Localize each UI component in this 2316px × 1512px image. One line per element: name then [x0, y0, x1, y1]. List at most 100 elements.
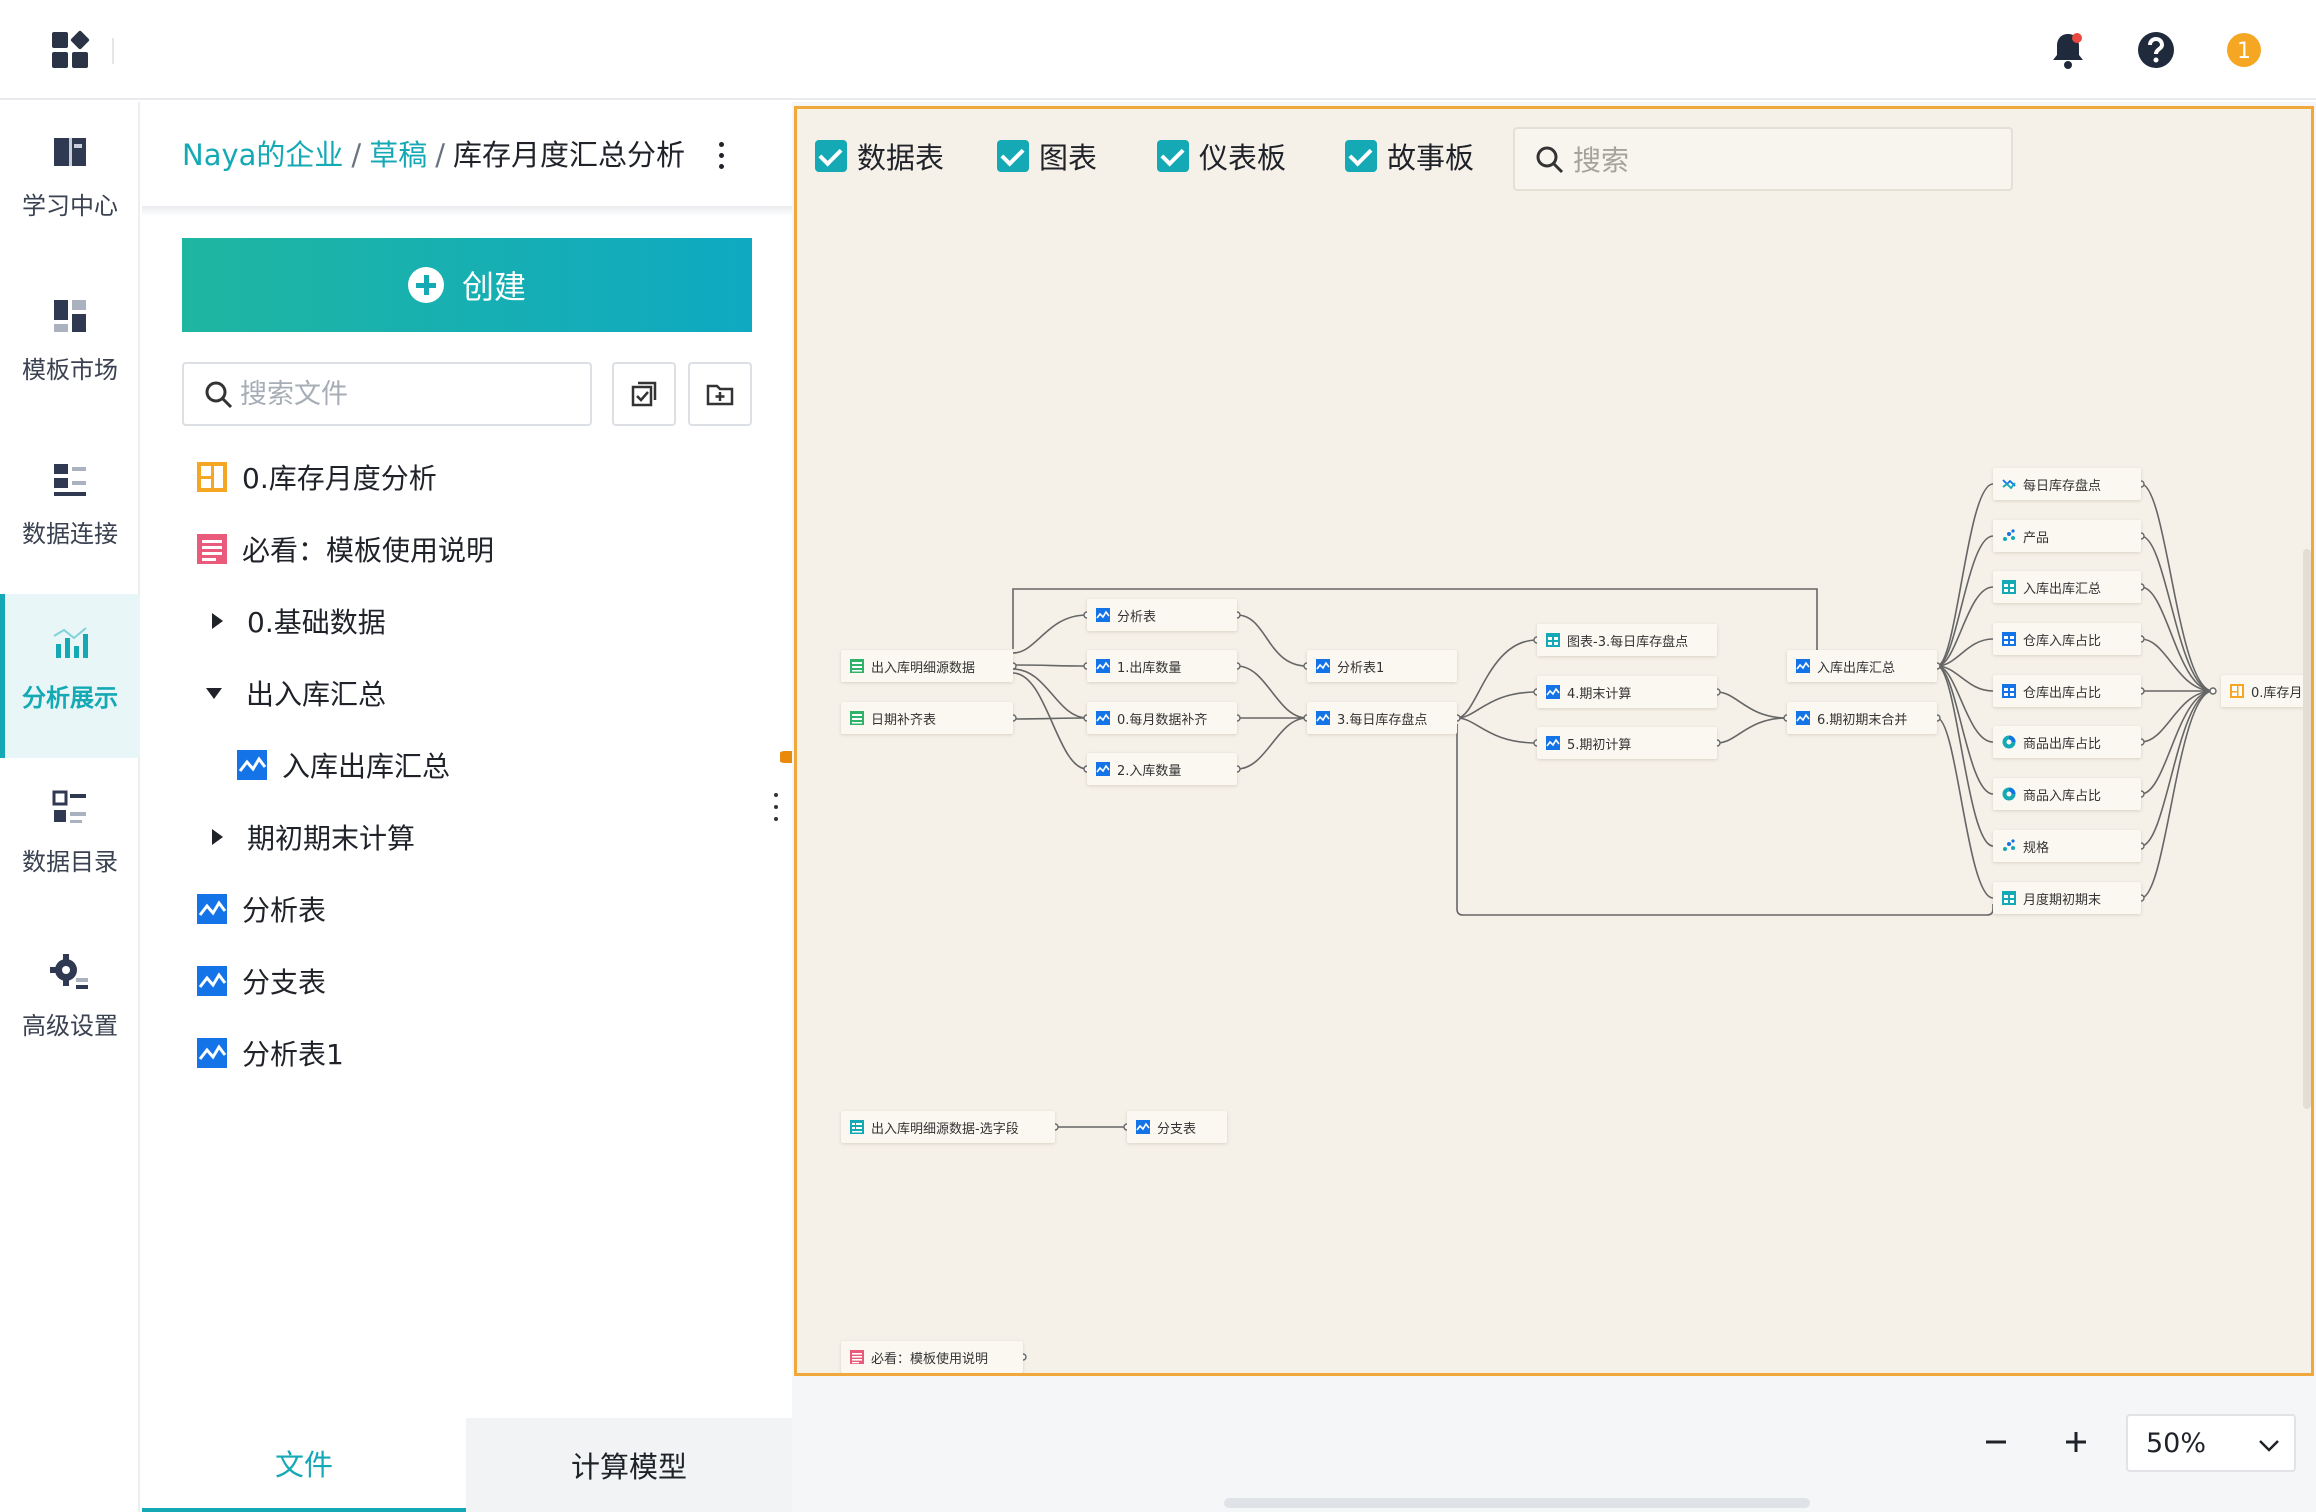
caret-right-icon[interactable] [212, 613, 223, 629]
dashboard-icon [197, 462, 227, 492]
rail-label: 分析展示 [22, 684, 118, 712]
tree-item-chart[interactable]: 分析表 [196, 879, 326, 939]
lineage-node-scatter[interactable]: 产品 [1993, 520, 2141, 552]
node-label: 入库出库汇总 [2023, 581, 2102, 597]
lineage-node-pie[interactable]: 商品出库占比 [1993, 726, 2141, 758]
node-label: 入库出库汇总 [1817, 660, 1896, 676]
tree-item-label: 分支表 [242, 966, 327, 999]
lineage-node-grid[interactable]: 月度期初期末 [1993, 882, 2141, 914]
rail-label: 数据连接 [22, 520, 118, 548]
lineage-node-chart[interactable]: 入库出库汇总 [1787, 650, 1937, 682]
lineage-node-scatter[interactable]: 规格 [1993, 830, 2141, 862]
more-options-icon[interactable] [708, 136, 734, 176]
lineage-node-grid[interactable]: 入库出库汇总 [1993, 571, 2141, 603]
chart-icon [1796, 711, 1810, 725]
workspace-horizontal-scrollbar[interactable] [1224, 1498, 1810, 1508]
caret-down-icon[interactable] [206, 687, 222, 699]
node-label: 图表-3.每日库存盘点 [1567, 634, 1689, 650]
template-icon [54, 300, 86, 332]
breadcrumb-org-link[interactable]: Naya的企业 [182, 138, 344, 172]
topbar-divider [112, 38, 114, 64]
caret-right-icon[interactable] [212, 829, 223, 845]
story-icon [197, 534, 227, 564]
lineage-node-grid[interactable]: 仓库出库占比 [1993, 675, 2141, 707]
rail-item-templates[interactable]: 模板市场 [0, 266, 140, 430]
node-label: 0.每月数据补齐 [1117, 712, 1208, 728]
apps-grid-icon[interactable] [52, 30, 92, 70]
node-label: 分析表 [1117, 609, 1157, 625]
filter-datatable-checkbox[interactable]: 数据表 [815, 135, 944, 177]
plus-icon [2066, 1432, 2086, 1452]
new-folder-button[interactable] [688, 362, 752, 426]
canvas-search-input[interactable] [1573, 141, 1993, 179]
tree-folder-inout-summary[interactable]: 出入库汇总 [206, 663, 386, 723]
rail-label: 模板市场 [22, 356, 118, 384]
table-icon [850, 659, 864, 673]
filter-chart-checkbox[interactable]: 图表 [997, 135, 1097, 177]
tree-item-chart[interactable]: 分析表1 [196, 1023, 344, 1083]
nav-rail: 学习中心 模板市场 数据连接 分析展示 数据目录 高级设置 [0, 102, 140, 1512]
top-bar: 1 [0, 0, 2316, 100]
bell-icon[interactable] [2046, 28, 2090, 72]
lineage-node-chart[interactable]: 分支表 [1127, 1111, 1227, 1143]
tree-folder-basic-data[interactable]: 0.基础数据 [206, 591, 386, 651]
lineage-node-chart[interactable]: 分析表 [1087, 599, 1237, 631]
lineage-node-line-chart[interactable]: 每日库存盘点 [1993, 468, 2141, 500]
zoom-level-select[interactable]: 50% [2126, 1414, 2296, 1472]
panel-resize-handle[interactable] [774, 793, 780, 823]
breadcrumb-folder-link[interactable]: 草稿 [369, 138, 428, 172]
node-label: 出入库明细源数据-选字段 [871, 1121, 1019, 1137]
lineage-node-chart[interactable]: 1.出库数量 [1087, 650, 1237, 682]
canvas-vertical-scrollbar[interactable] [2303, 549, 2311, 1109]
lineage-node-grid[interactable]: 仓库入库占比 [1993, 623, 2141, 655]
rail-item-catalog[interactable]: 数据目录 [0, 758, 140, 922]
grid-table-icon [1546, 633, 1560, 647]
lineage-node-table[interactable]: 日期补齐表 [841, 702, 1013, 734]
lineage-node-dashboard[interactable]: 0.库存月 [2221, 675, 2311, 707]
node-label: 分析表1 [1337, 660, 1385, 676]
lineage-node-chart[interactable]: 5.期初计算 [1537, 727, 1717, 759]
node-label: 0.库存月 [2251, 685, 2303, 701]
lineage-node-table[interactable]: 出入库明细源数据 [841, 650, 1013, 682]
rail-item-learning[interactable]: 学习中心 [0, 102, 140, 266]
tree-item-chart[interactable]: 入库出库汇总 [236, 735, 450, 795]
lineage-node-grid[interactable]: 图表-3.每日库存盘点 [1537, 624, 1717, 656]
lineage-canvas[interactable]: 数据表 图表 仪表板 故事板 [794, 106, 2314, 1376]
panel-header-shadow [142, 206, 792, 216]
lineage-node-chart[interactable]: 2.入库数量 [1087, 753, 1237, 785]
chart-icon [1096, 608, 1110, 622]
lineage-node-story[interactable]: 必看：模板使用说明 [841, 1341, 1023, 1373]
filter-story-checkbox[interactable]: 故事板 [1345, 135, 1474, 177]
help-icon[interactable] [2134, 28, 2178, 72]
rail-label: 高级设置 [22, 1012, 118, 1040]
node-label: 6.期初期末合并 [1817, 712, 1908, 728]
notice-icon[interactable]: 1 [2222, 28, 2266, 72]
tab-calc-models[interactable]: 计算模型 [466, 1418, 792, 1512]
rail-item-analysis[interactable]: 分析展示 [0, 594, 140, 758]
tree-item-dashboard[interactable]: 0.库存月度分析 [196, 447, 437, 507]
rail-item-settings[interactable]: 高级设置 [0, 922, 140, 1086]
create-button[interactable]: 创建 [182, 238, 752, 332]
lineage-node-chart[interactable]: 4.期末计算 [1537, 676, 1717, 708]
node-label: 3.每日库存盘点 [1337, 712, 1428, 728]
lineage-node-pie[interactable]: 商品入库占比 [1993, 778, 2141, 810]
lineage-node-chart[interactable]: 6.期初期末合并 [1787, 702, 1937, 734]
tab-files[interactable]: 文件 [142, 1418, 466, 1512]
batch-select-button[interactable] [612, 362, 676, 426]
lineage-node-chart[interactable]: 0.每月数据补齐 [1087, 702, 1237, 734]
node-label: 4.期末计算 [1567, 686, 1632, 702]
zoom-out-button[interactable] [1976, 1422, 2016, 1462]
lineage-node-chart[interactable]: 分析表1 [1307, 650, 1457, 682]
lineage-node-field-table[interactable]: 出入库明细源数据-选字段 [841, 1111, 1055, 1143]
lineage-node-chart[interactable]: 3.每日库存盘点 [1307, 702, 1457, 734]
filter-dashboard-checkbox[interactable]: 仪表板 [1157, 135, 1286, 177]
tree-item-story[interactable]: 必看：模板使用说明 [196, 519, 494, 579]
data-connect-icon [54, 464, 86, 496]
tree-folder-period-calc[interactable]: 期初期末计算 [206, 807, 415, 867]
file-search-input[interactable] [240, 374, 570, 414]
tree-item-chart[interactable]: 分支表 [196, 951, 326, 1011]
chevron-down-icon [2259, 1440, 2279, 1452]
rail-item-data-connect[interactable]: 数据连接 [0, 430, 140, 594]
chart-icon [1546, 736, 1560, 750]
zoom-in-button[interactable] [2056, 1422, 2096, 1462]
